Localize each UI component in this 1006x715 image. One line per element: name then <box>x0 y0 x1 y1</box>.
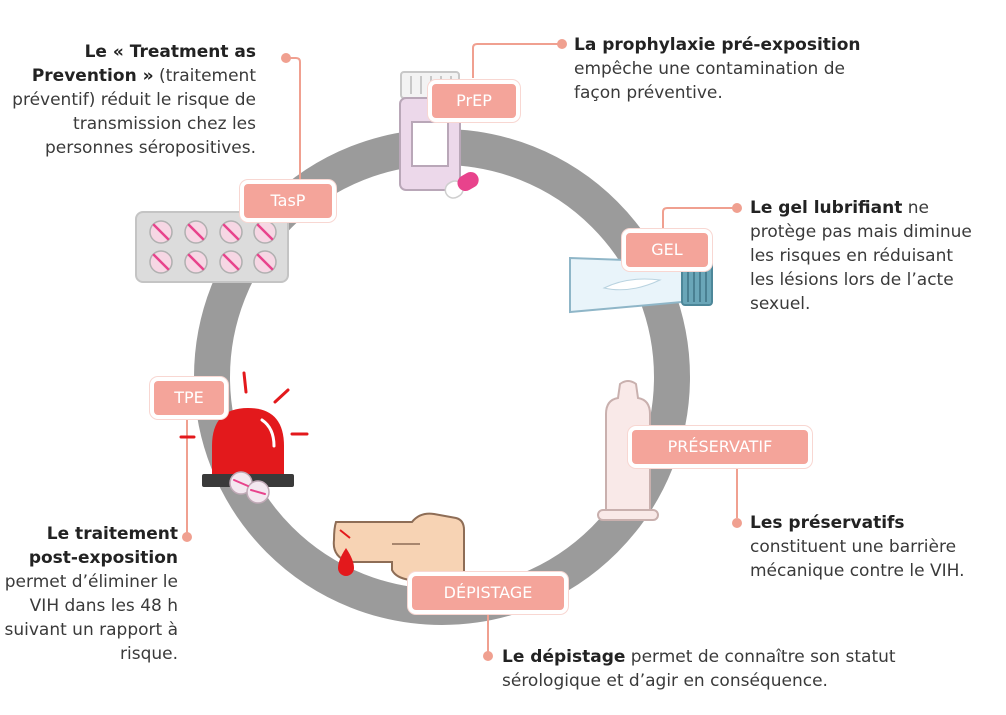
gel-description: Le gel lubrifiant ne protège pas mais di… <box>750 196 982 316</box>
badge-tpe: TPE <box>150 377 228 419</box>
preservatif-description: Les préservatifs constituent une barrièr… <box>750 511 995 583</box>
leader-dots <box>182 39 742 661</box>
prep-title: La prophylaxie pré-exposition <box>574 35 861 55</box>
preservatif-title: Les préservatifs <box>750 513 905 533</box>
badge-prep: PrEP <box>428 80 520 122</box>
prep-description: La prophylaxie pré-exposition empêche un… <box>574 33 874 105</box>
finger-blood-drop-icon <box>332 512 465 581</box>
pill-blister-icon <box>135 211 289 283</box>
depistage-title: Le dépistage <box>502 647 626 667</box>
tpe-body: permet d’éliminer le VIH dans les 48 h s… <box>4 572 179 664</box>
depistage-description: Le dépistage permet de connaître son sta… <box>502 645 902 693</box>
prep-body: empêche une contamination de façon préve… <box>574 59 845 103</box>
preservatif-body: constituent une barrière mécanique contr… <box>750 537 965 581</box>
tasp-title: Le « Treatment as Prevention » <box>31 42 256 86</box>
badge-preservatif: PRÉSERVATIF <box>628 426 812 468</box>
capsule-icon <box>444 172 479 199</box>
badge-gel: GEL <box>622 229 712 271</box>
lubricant-tube-icon <box>569 256 713 314</box>
siren-icon <box>179 371 309 504</box>
tasp-body: (traitement préventif) réduit le risque … <box>12 66 256 158</box>
tpe-title: Le traitement post-exposition <box>28 524 178 568</box>
tasp-description: Le « Treatment as Prevention » (traiteme… <box>0 40 256 160</box>
gel-body: ne protège pas mais diminue les risques … <box>750 198 972 314</box>
depistage-body: permet de connaître son statut sérologiq… <box>502 647 896 691</box>
gel-title: Le gel lubrifiant <box>750 198 903 218</box>
badge-tasp: TasP <box>240 180 336 222</box>
tpe-description: Le traitement post-exposition permet d’é… <box>0 522 179 666</box>
badge-depistage: DÉPISTAGE <box>408 572 568 614</box>
